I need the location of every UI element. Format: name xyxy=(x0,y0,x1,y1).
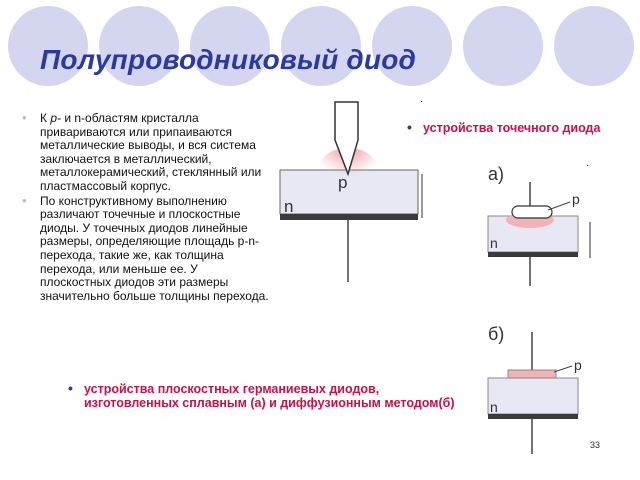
p-layer xyxy=(507,369,557,379)
decor-circle xyxy=(99,6,179,86)
base-strip xyxy=(488,414,578,419)
bullet-item: • По конструктивному выполнению различаю… xyxy=(22,192,270,304)
base-strip xyxy=(488,252,578,257)
needle-contact xyxy=(334,101,359,177)
bullet-prefix: К xyxy=(40,111,51,125)
caption-text: устройства точечного диода xyxy=(423,121,601,135)
decor-circle xyxy=(372,6,452,86)
alloy-pellet xyxy=(511,205,553,219)
base-strip xyxy=(280,214,418,220)
bullet-italic: p- xyxy=(50,111,61,125)
pointer-line xyxy=(547,201,571,211)
p-label: p xyxy=(572,191,580,207)
label-b: б) xyxy=(488,324,504,344)
left-text-block: • К p- и n-областям кристалла привариваю… xyxy=(22,110,270,304)
caption-text: устройства плоскостных германиевых диодо… xyxy=(84,382,455,410)
planar-diode-caption: • устройства плоскостных германиевых дио… xyxy=(68,381,474,410)
label-a: а) xyxy=(488,164,504,184)
n-label: n xyxy=(284,197,293,216)
tick-mark: · xyxy=(586,160,589,171)
alloy-diode-diagram: а) · p n xyxy=(487,160,591,286)
decor-circle xyxy=(554,6,634,86)
diffusion-diode-diagram: б) p n xyxy=(487,324,582,454)
decor-circle xyxy=(190,6,270,86)
n-label: n xyxy=(490,399,498,415)
decor-circle xyxy=(281,6,361,86)
bullet-icon: • xyxy=(407,119,412,135)
slide-title: Полупроводниковый диод xyxy=(40,44,417,75)
decor-circle xyxy=(463,6,543,86)
bullet-icon: • xyxy=(22,192,27,208)
bullet-item: • К p- и n-областям кристалла привариваю… xyxy=(22,110,270,194)
p-label: p xyxy=(338,173,347,192)
n-label: n xyxy=(490,235,498,251)
p-label: p xyxy=(574,357,582,373)
tick-mark: · xyxy=(420,96,423,107)
bullet-icon: • xyxy=(68,380,73,396)
point-diode-diagram: p n · xyxy=(279,96,423,282)
bullet-rest: и n-областям кристалла привариваются или… xyxy=(40,111,262,193)
decor-circle xyxy=(8,6,88,86)
crystal-body xyxy=(487,377,579,415)
bullet-text: По конструктивному выполнению различают … xyxy=(40,193,269,303)
decorative-circles xyxy=(8,6,634,86)
point-diode-caption: • устройства точечного диода xyxy=(407,120,633,135)
page-number: 33 xyxy=(590,440,601,450)
bullet-icon: • xyxy=(22,110,27,125)
pointer-line xyxy=(553,365,573,373)
